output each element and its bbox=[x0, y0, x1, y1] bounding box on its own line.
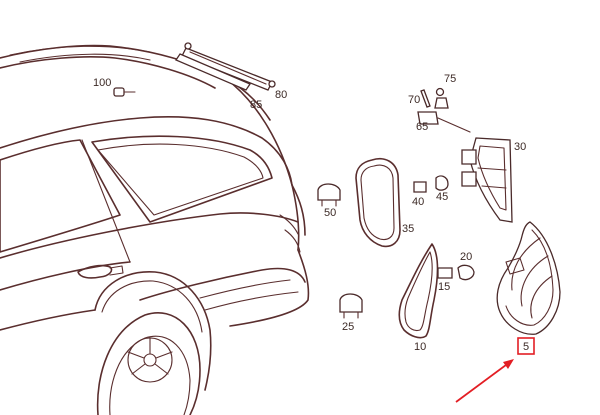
lower-tail-lamp-part-5 bbox=[496, 221, 561, 335]
callout-100: 100 bbox=[93, 77, 111, 89]
callout-30: 30 bbox=[514, 141, 526, 153]
callout-25: 25 bbox=[342, 321, 354, 333]
upper-tail-lamp-part bbox=[461, 137, 513, 223]
callout-40: 40 bbox=[412, 196, 424, 208]
callout-5: 5 bbox=[523, 341, 529, 353]
callout-85: 85 bbox=[250, 99, 262, 111]
callout-50: 50 bbox=[324, 207, 336, 219]
callout-65: 65 bbox=[416, 121, 428, 133]
highlight-box bbox=[517, 337, 535, 355]
callout-45: 45 bbox=[436, 191, 448, 203]
screw-part-100 bbox=[113, 87, 136, 97]
cap-part-25 bbox=[339, 293, 363, 319]
bulb-parts-40-45 bbox=[413, 175, 449, 193]
callout-10: 10 bbox=[414, 341, 426, 353]
roof-strip-part bbox=[175, 42, 276, 91]
cap-part-50 bbox=[317, 183, 341, 207]
clip-parts bbox=[417, 87, 471, 133]
seal-part-10 bbox=[398, 243, 439, 339]
gasket-part-35 bbox=[355, 158, 401, 248]
callout-15: 15 bbox=[438, 281, 450, 293]
callout-75: 75 bbox=[444, 73, 456, 85]
callout-80: 80 bbox=[275, 89, 287, 101]
callout-70: 70 bbox=[408, 94, 420, 106]
bulb-parts-20-15 bbox=[437, 264, 475, 281]
callout-35: 35 bbox=[402, 223, 414, 235]
car-body-outline bbox=[0, 44, 310, 415]
red-arrow-icon bbox=[455, 359, 514, 403]
callout-20: 20 bbox=[460, 251, 472, 263]
